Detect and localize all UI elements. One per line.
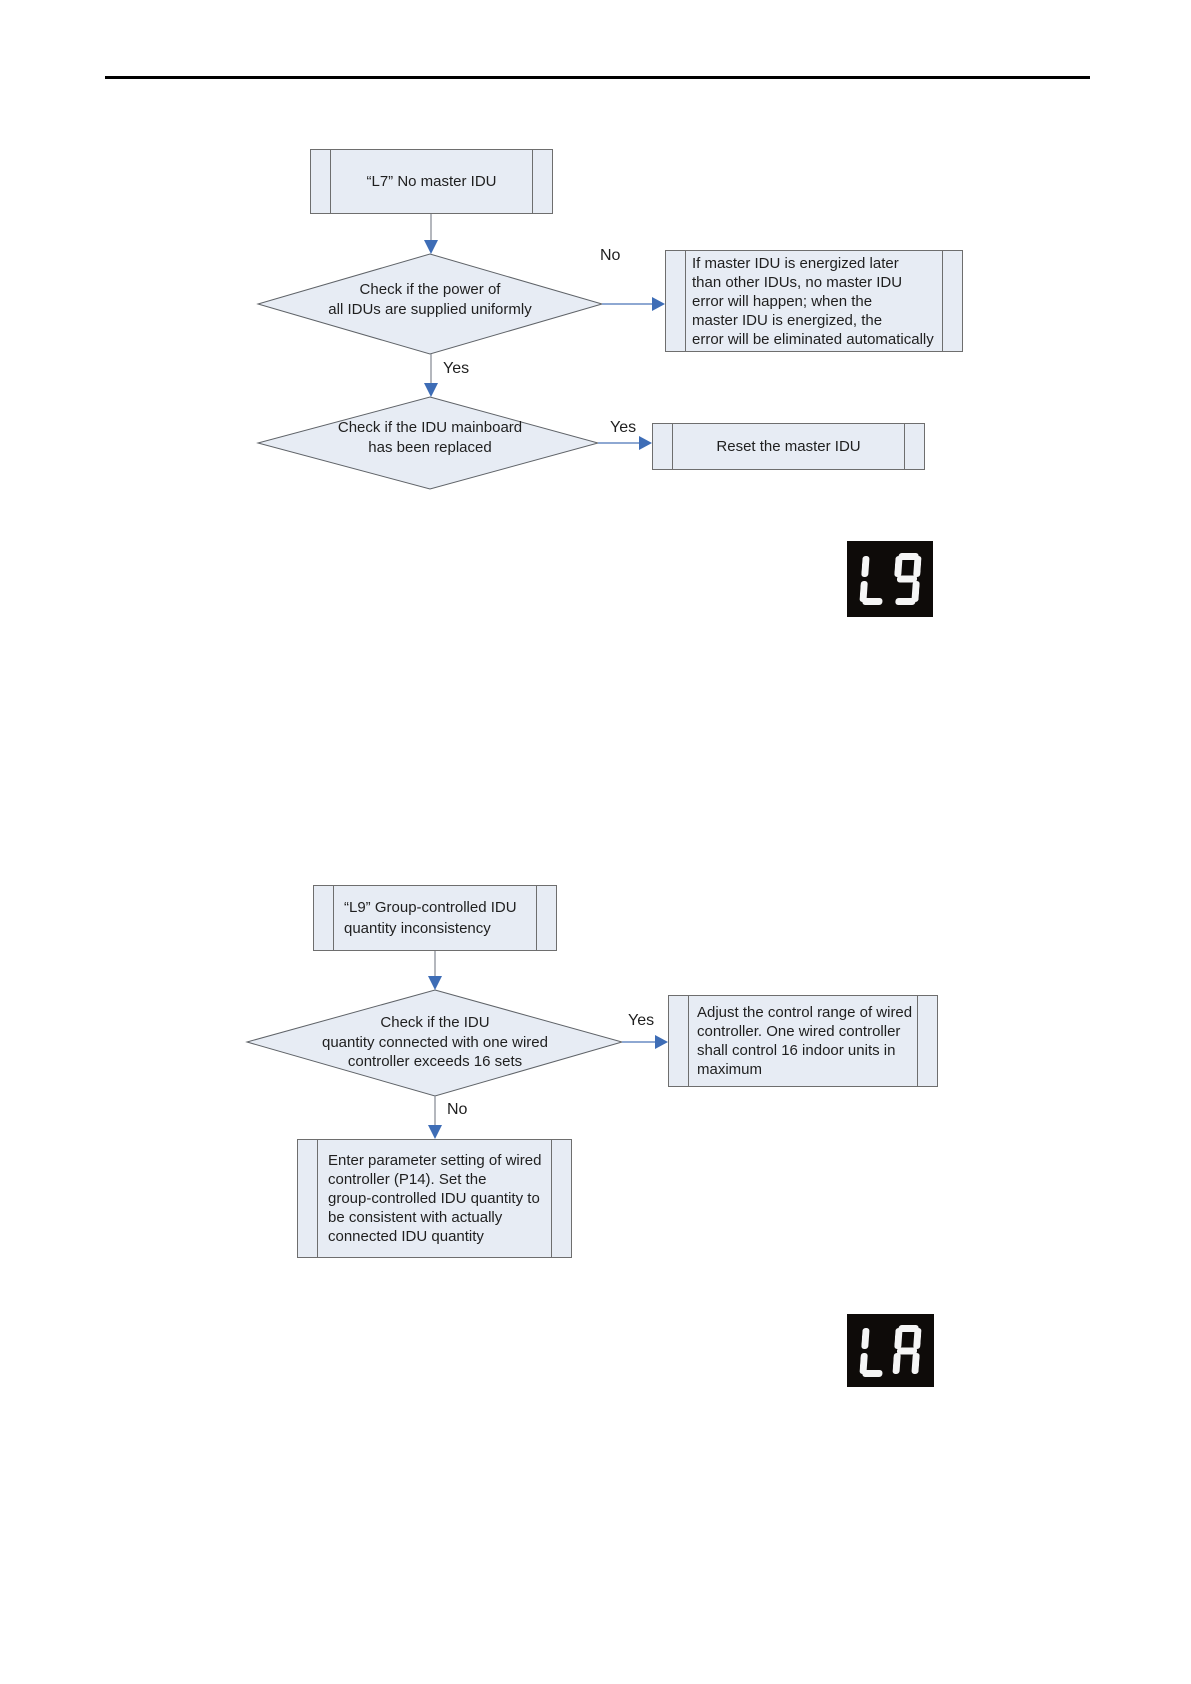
no-branch-label: No: [447, 1101, 468, 1118]
seven-segment-digit: [859, 1327, 883, 1377]
box-inner-line: [917, 996, 918, 1086]
box-inner-line: [317, 1140, 318, 1257]
box-inner-line: [536, 886, 537, 950]
box-inner-line: [672, 424, 673, 469]
terminator-box-l7-title: “L7” No master IDU: [310, 149, 553, 214]
terminator-box-l9-title: “L9” Group-controlled IDU quantity incon…: [313, 885, 557, 951]
decision3-text: Check if the IDU quantity connected with…: [322, 1014, 548, 1070]
arrowhead-down-icon: [424, 240, 438, 254]
seven-segment-display-l9: L9: [847, 541, 933, 617]
decision1-text: Check if the power of all IDUs are suppl…: [328, 281, 532, 318]
yes-branch-label: Yes: [628, 1012, 655, 1029]
seven-segment-digit: [859, 556, 882, 605]
reset-master-idu-text: Reset the master IDU: [716, 438, 861, 455]
arrowhead-down-icon: [428, 976, 442, 990]
no-branch-label: No: [600, 247, 621, 264]
l9-title-text: “L9” Group-controlled IDU quantity incon…: [344, 899, 517, 937]
process-box-no-master-idu-note: If master IDU is energized later than ot…: [665, 250, 963, 352]
seven-segment-digit: [892, 1324, 922, 1374]
arrowhead-down-icon: [424, 383, 438, 397]
box-inner-line: [330, 150, 331, 213]
seven-segment-display-la: LA: [847, 1314, 934, 1387]
no-master-idu-note-text: If master IDU is energized later than ot…: [692, 254, 934, 348]
process-box-adjust-control-range: Adjust the control range of wired contro…: [668, 995, 938, 1087]
arrowhead-right-icon: [652, 297, 665, 311]
display-code-label: L9: [890, 579, 891, 580]
process-box-reset-master-idu: Reset the master IDU: [652, 423, 925, 470]
enter-parameter-setting-text: Enter parameter setting of wired control…: [328, 1152, 542, 1245]
box-inner-line: [532, 150, 533, 213]
decision2-text: Check if the IDU mainboard has been repl…: [337, 419, 523, 456]
seven-segment-digit: [893, 553, 921, 605]
box-inner-line: [685, 251, 686, 351]
box-inner-line: [551, 1140, 552, 1257]
adjust-control-range-text: Adjust the control range of wired contro…: [697, 1004, 913, 1078]
arrowhead-down-icon: [428, 1125, 442, 1139]
process-box-enter-parameter-setting: Enter parameter setting of wired control…: [297, 1139, 572, 1258]
l7-title-text: “L7” No master IDU: [366, 173, 497, 190]
arrowhead-right-icon: [655, 1035, 668, 1049]
box-inner-line: [904, 424, 905, 469]
header-rule: [105, 76, 1090, 79]
yes-branch-label: Yes: [443, 360, 470, 377]
box-inner-line: [688, 996, 689, 1086]
box-inner-line: [942, 251, 943, 351]
yes-branch-label: Yes: [610, 419, 637, 436]
arrowhead-right-icon: [639, 436, 652, 450]
box-inner-line: [333, 886, 334, 950]
display-code-label: LA: [890, 1350, 891, 1351]
